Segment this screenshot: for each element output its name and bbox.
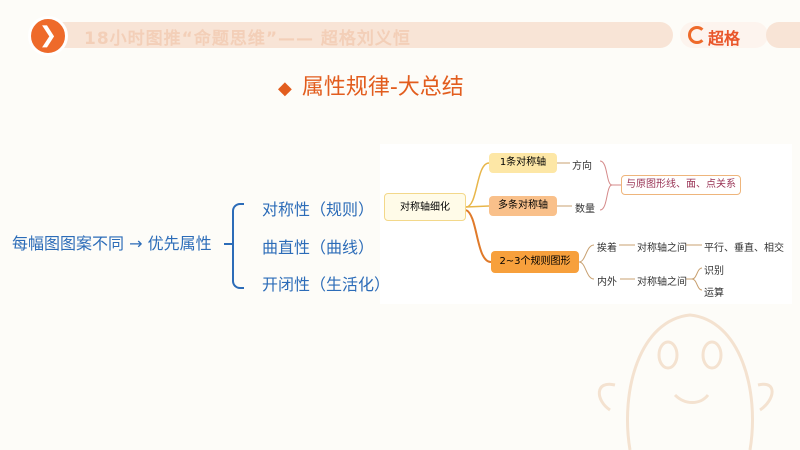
mindmap-operate-label: 运算 — [704, 288, 724, 299]
mindmap-between-axis-label-1: 对称轴之间 — [637, 243, 687, 254]
section-title: ◆ 属性规律-大总结 — [278, 69, 464, 101]
property-openness: 开闭性（生活化） — [262, 275, 391, 294]
section-title-text: 属性规律-大总结 — [301, 75, 464, 100]
summary-main-text: 每幅图图案不同 → 优先属性 — [12, 234, 212, 253]
mindmap-relation-node: 与原图形线、面、点关系 — [621, 175, 741, 195]
mindmap-multi-axis-node: 多条对称轴 — [489, 196, 557, 216]
header-right-decoration — [766, 22, 800, 48]
header-banner — [38, 22, 673, 48]
mindmap-identify-label: 识别 — [704, 266, 724, 277]
header-bar-area: 18小时图推“命题思维”—— 超格刘义恒 超格 — [0, 18, 800, 52]
property-symmetry: 对称性（规则） — [262, 200, 375, 219]
property-curvature: 曲直性（曲线） — [262, 238, 375, 257]
course-title: 18小时图推“命题思维”—— 超格刘义恒 — [84, 29, 411, 49]
chevron-right-icon: ❯ — [28, 16, 68, 56]
logo-icon — [688, 26, 706, 44]
mindmap-parallel-label: 平行、垂直、相交 — [704, 243, 784, 254]
mindmap-between-axis-label-2: 对称轴之间 — [637, 277, 687, 288]
mascot-watermark-icon — [597, 313, 774, 450]
mindmap-adjacent-label: 挨着 — [597, 243, 617, 254]
mindmap-inside-outside-label: 内外 — [597, 277, 617, 288]
mindmap-regular-shapes-node: 2~3个规则图形 — [491, 251, 579, 273]
mindmap-panel — [380, 144, 792, 304]
mindmap-direction-label: 方向 — [572, 161, 592, 172]
mindmap-count-label: 数量 — [575, 204, 595, 215]
diamond-bullet-icon: ◆ — [278, 78, 292, 99]
mindmap-single-axis-node: 1条对称轴 — [489, 153, 557, 173]
left-brace-tip — [224, 243, 233, 245]
mindmap-root-node: 对称轴细化 — [384, 193, 466, 221]
logo-text: 超格 — [708, 29, 741, 48]
left-brace — [232, 203, 244, 289]
